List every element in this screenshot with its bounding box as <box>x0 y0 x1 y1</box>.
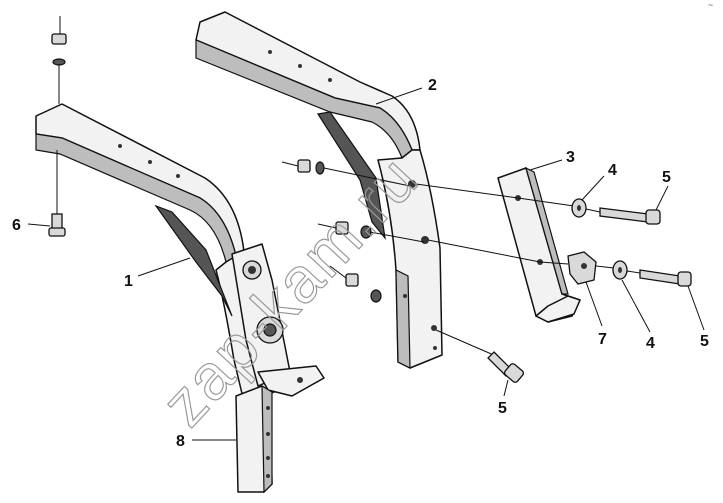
callout-5-bottom: 5 <box>498 400 507 417</box>
bracket-part-3 <box>497 166 581 323</box>
callout-2: 2 <box>428 77 437 94</box>
callout-7: 7 <box>598 331 607 348</box>
callout-1: 1 <box>124 273 133 290</box>
callout-5-upper: 5 <box>662 169 671 186</box>
bolt-set-upper <box>517 197 661 225</box>
leader-line <box>427 239 541 263</box>
callout-5-right: 5 <box>700 333 709 350</box>
frame-part-2 <box>195 11 443 369</box>
bolt-lower-part-5 <box>435 329 525 383</box>
bolt-stack-part-6 <box>48 16 67 237</box>
callout-3: 3 <box>566 149 575 166</box>
callout-4-lower: 4 <box>646 335 655 352</box>
callout-6: 6 <box>12 217 21 234</box>
callout-4-upper: 4 <box>608 162 617 179</box>
tube-part-8 <box>235 384 273 494</box>
callout-8: 8 <box>176 433 185 450</box>
nuts-washers <box>281 159 425 303</box>
leader-line <box>415 183 519 199</box>
bolt-set-lower <box>539 251 692 287</box>
mounting-plate <box>231 243 325 397</box>
callout-labels: 1 2 3 4 4 5 5 5 6 7 8 <box>12 77 709 450</box>
corner-mark: ~ <box>708 0 713 10</box>
